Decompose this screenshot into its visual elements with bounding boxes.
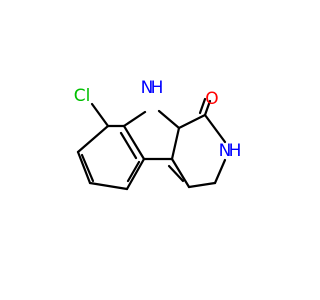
bond (170, 126, 181, 161)
bond (119, 131, 138, 160)
amide-nh-label: N (219, 141, 232, 161)
carbonyl-oxygen-label: O (205, 89, 218, 109)
bond (177, 113, 207, 130)
bond (203, 99, 212, 117)
bond (125, 157, 146, 191)
chlorine-label: Cl (74, 86, 91, 106)
indole-nh-label: N (141, 78, 154, 98)
bond (126, 160, 141, 183)
bond (122, 124, 146, 161)
bond (80, 153, 95, 183)
bond (198, 97, 207, 115)
bond (122, 110, 147, 128)
amide-nh-label-hydrogen: H (229, 141, 242, 161)
bond (76, 150, 92, 185)
bond (157, 109, 181, 130)
molecule-canvas: Cl N O N H H (73, 78, 242, 191)
bond (76, 124, 110, 154)
molecule-structure: Cl N O N H H (74, 78, 242, 191)
bond (90, 102, 110, 128)
bond (167, 164, 185, 183)
indole-nh-label-hydrogen: H (151, 78, 164, 98)
bond (213, 158, 227, 185)
bond (88, 181, 129, 191)
bond (203, 113, 227, 144)
bond (187, 181, 217, 189)
bond (170, 157, 191, 189)
